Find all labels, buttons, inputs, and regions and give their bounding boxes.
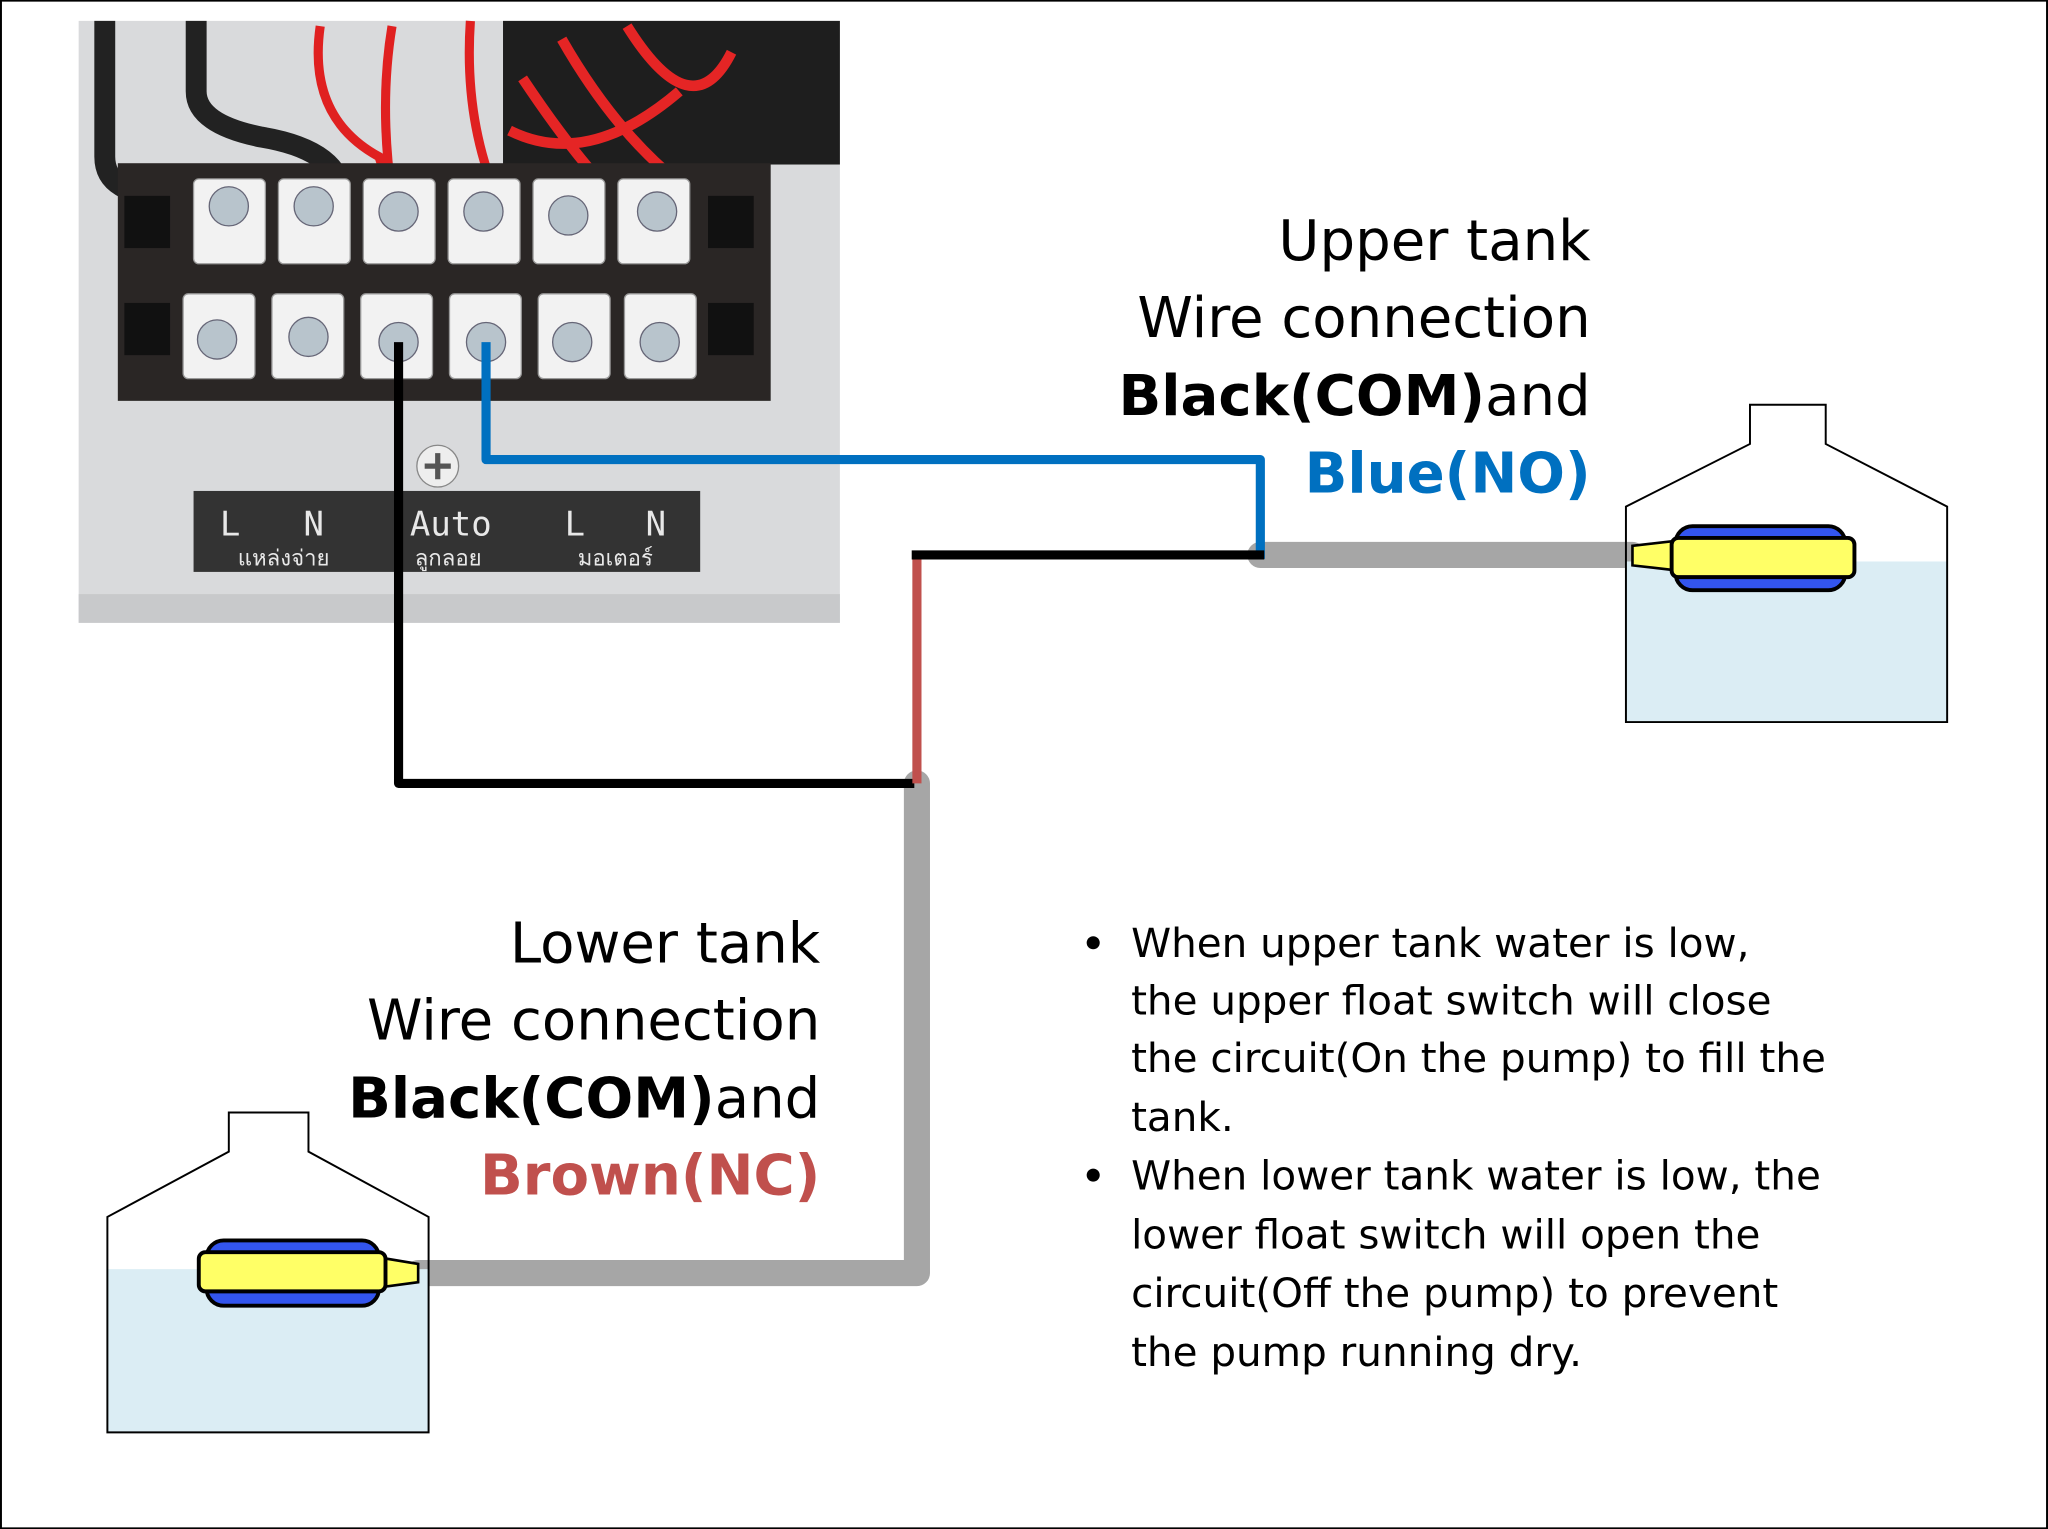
upper-tank-label: Upper tank Wire connection Black(COM)and…: [1119, 209, 1592, 506]
lower-tank-label: Lower tank Wire connection Black(COM)and…: [348, 911, 821, 1208]
note-1-line: tank.: [1131, 1093, 1234, 1141]
label-supply-l: L: [220, 504, 240, 544]
blue-wire: [481, 342, 1265, 559]
wires: [393, 342, 1646, 1287]
black-wire-lower: [393, 342, 915, 789]
bullet-icon: [1086, 1168, 1100, 1182]
bullet-icon: [1086, 936, 1100, 950]
upper-and: and: [1485, 364, 1591, 429]
upper-subtitle: Wire connection: [1137, 286, 1590, 351]
lower-float-switch-icon: [196, 1238, 420, 1308]
lower-and: and: [715, 1067, 821, 1132]
lower-title: Lower tank: [510, 911, 821, 976]
upper-black-com: Black(COM): [1119, 364, 1486, 429]
control-box-photo: L N Auto L N แหล่งจ่าย ลูกลอย มอเตอร์: [78, 20, 840, 623]
label-motor-l: L: [565, 504, 585, 544]
upper-blue-no: Blue(NO): [1305, 441, 1591, 506]
svg-text:Black(COM)and: Black(COM)and: [1119, 364, 1591, 429]
svg-text:Black(COM)and: Black(COM)and: [348, 1067, 820, 1132]
note-1-line: When upper tank water is low,: [1131, 919, 1749, 967]
notes-list: When upper tank water is low, the upper …: [1086, 919, 1826, 1376]
note-2-line: lower float switch will open the: [1131, 1210, 1760, 1258]
lower-brown-nc: Brown(NC): [480, 1144, 820, 1209]
lower-subtitle: Wire connection: [367, 988, 820, 1053]
upper-float-switch-icon: [1631, 524, 1857, 593]
label-motor-n: N: [646, 504, 666, 544]
lower-black-com: Black(COM): [348, 1067, 715, 1132]
label-supply-caption: แหล่งจ่าย: [238, 545, 330, 571]
note-2-line: circuit(Off the pump) to prevent: [1131, 1269, 1778, 1317]
label-supply-n: N: [303, 504, 323, 544]
label-auto: Auto: [410, 504, 492, 544]
label-float-caption: ลูกลอย: [415, 545, 482, 571]
note-2-line: the pump running dry.: [1131, 1328, 1582, 1376]
label-motor-caption: มอเตอร์: [578, 545, 653, 571]
lower-tank: [106, 1111, 430, 1434]
upper-tank: [1624, 403, 1949, 724]
note-1-line: the circuit(On the pump) to fill the: [1131, 1034, 1826, 1082]
upper-title: Upper tank: [1278, 209, 1591, 274]
lower-cable: [405, 770, 930, 1287]
note-2-line: When lower tank water is low, the: [1131, 1152, 1821, 1200]
note-1-line: the upper float switch will close: [1131, 977, 1771, 1025]
